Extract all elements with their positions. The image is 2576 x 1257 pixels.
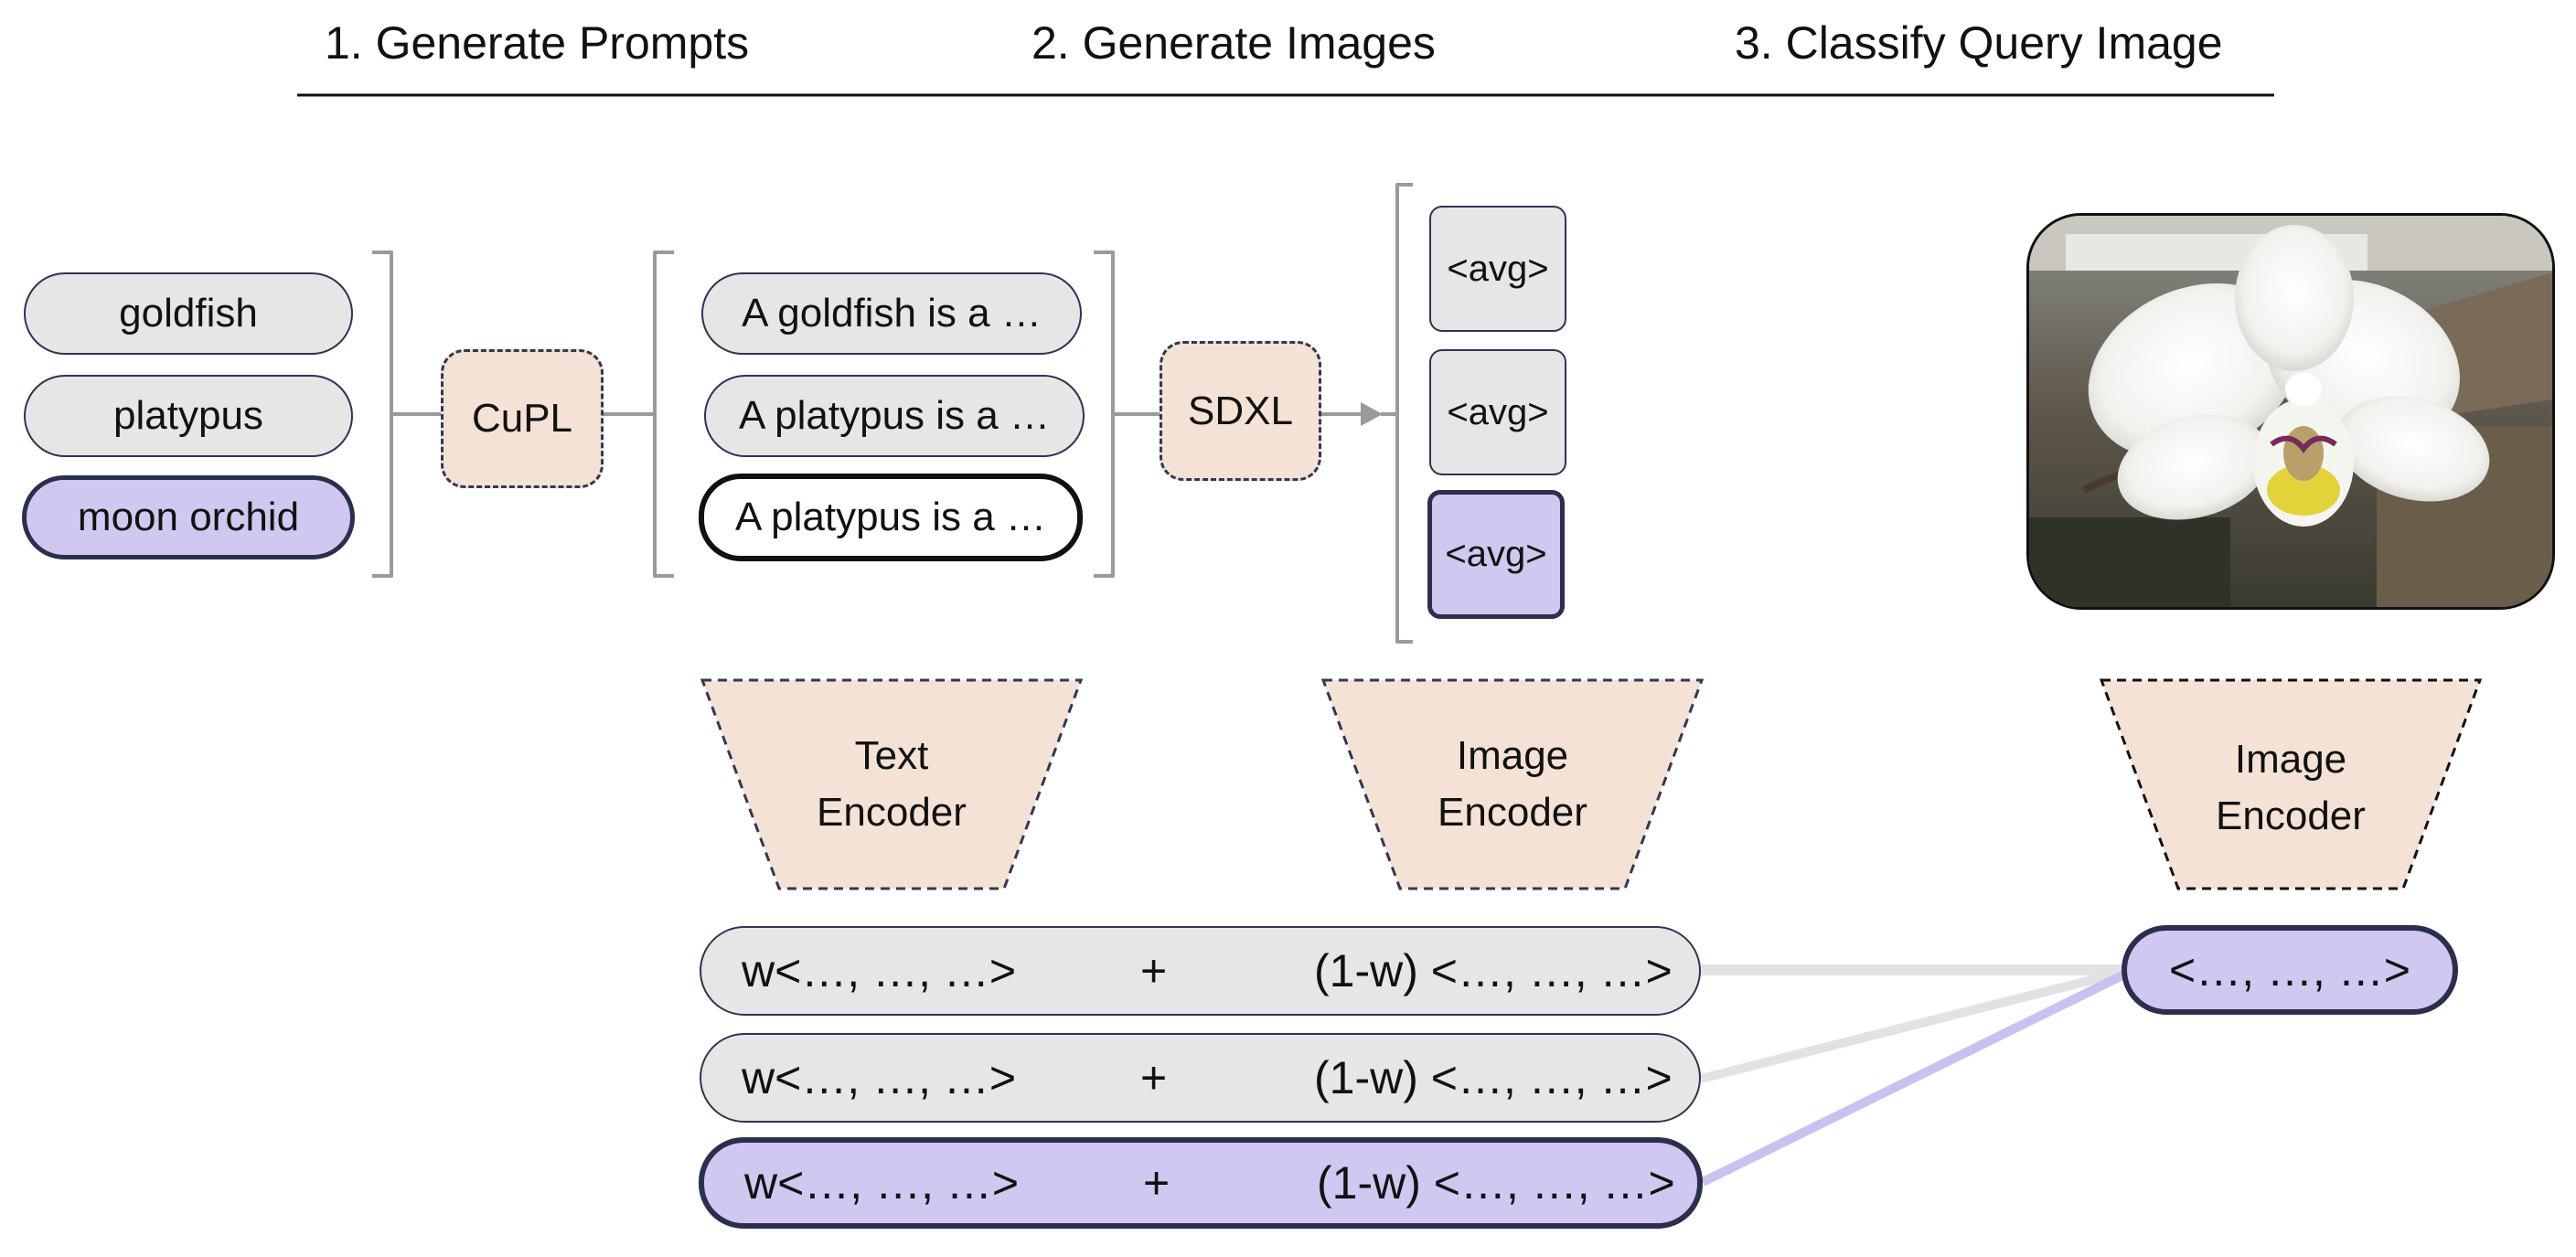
row-2-image-part: (1-w) <…, …, …> xyxy=(1314,1052,1673,1103)
avg-image-goldfish: <avg> xyxy=(1429,206,1566,332)
query-embedding: <…, …, …> xyxy=(2122,925,2458,1015)
embedding-row-3: w<…, …, …> + (1-w) <…, …, …> xyxy=(699,1137,1703,1229)
images-brace xyxy=(1381,183,1413,644)
step-2-label: 2. Generate Images xyxy=(1031,17,1436,69)
embedding-row-1: w<…, …, …> + (1-w) <…, …, …> xyxy=(700,926,1701,1016)
embedding-row-2: w<…, …, …> + (1-w) <…, …, …> xyxy=(700,1033,1701,1123)
prompt-pill-moon-orchid: A platypus is a … xyxy=(699,474,1083,561)
prompt-pill-goldfish: A goldfish is a … xyxy=(701,272,1082,355)
text-encoder: Text Encoder xyxy=(700,678,1083,890)
prompts-left-brace xyxy=(604,250,674,578)
query-image xyxy=(2026,213,2555,610)
link-row-2 xyxy=(1699,967,2126,1083)
query-image-encoder-shape xyxy=(2100,678,2482,890)
prompt-pill-platypus: A platypus is a … xyxy=(704,375,1085,457)
prompts-right-brace xyxy=(1094,250,1161,578)
row-1-operator: + xyxy=(1140,945,1168,996)
class-pill-moon-orchid: moon orchid xyxy=(22,475,355,559)
avg-image-moon-orchid: <avg> xyxy=(1427,490,1565,619)
row-1-image-part: (1-w) <…, …, …> xyxy=(1314,945,1673,996)
class-pill-platypus: platypus xyxy=(24,375,353,457)
text-encoder-shape xyxy=(700,678,1083,890)
step-3-label: 3. Classify Query Image xyxy=(1735,17,2223,69)
image-encoder-shape xyxy=(1321,678,1704,890)
cupl-process-box: CuPL xyxy=(441,349,604,488)
link-row-3 xyxy=(1700,970,2127,1187)
image-encoder: Image Encoder xyxy=(1321,678,1704,890)
avg-image-platypus: <avg> xyxy=(1429,349,1566,475)
image-encoder-line-1: Image xyxy=(1456,733,1569,778)
image-encoder-line-2: Encoder xyxy=(1438,790,1587,835)
query-image-encoder-line-1: Image xyxy=(2234,737,2347,782)
classes-brace xyxy=(372,250,441,578)
orchid-photo xyxy=(2029,216,2552,607)
sdxl-process-box: SDXL xyxy=(1160,341,1321,481)
row-3-text-part: w<…, …, …> xyxy=(744,1157,1020,1209)
query-image-encoder: Image Encoder xyxy=(2100,678,2482,890)
row-2-operator: + xyxy=(1140,1052,1168,1103)
class-pill-goldfish: goldfish xyxy=(24,272,353,355)
row-3-operator: + xyxy=(1143,1157,1170,1209)
step-1-label: 1. Generate Prompts xyxy=(325,17,750,69)
row-2-text-part: w<…, …, …> xyxy=(742,1052,1017,1103)
text-encoder-line-2: Encoder xyxy=(817,790,967,835)
sdxl-arrow-head xyxy=(1361,402,1383,426)
query-image-encoder-line-2: Encoder xyxy=(2216,794,2366,838)
text-encoder-line-1: Text xyxy=(854,733,929,778)
row-3-image-part: (1-w) <…, …, …> xyxy=(1317,1157,1675,1209)
row-1-text-part: w<…, …, …> xyxy=(742,945,1017,996)
